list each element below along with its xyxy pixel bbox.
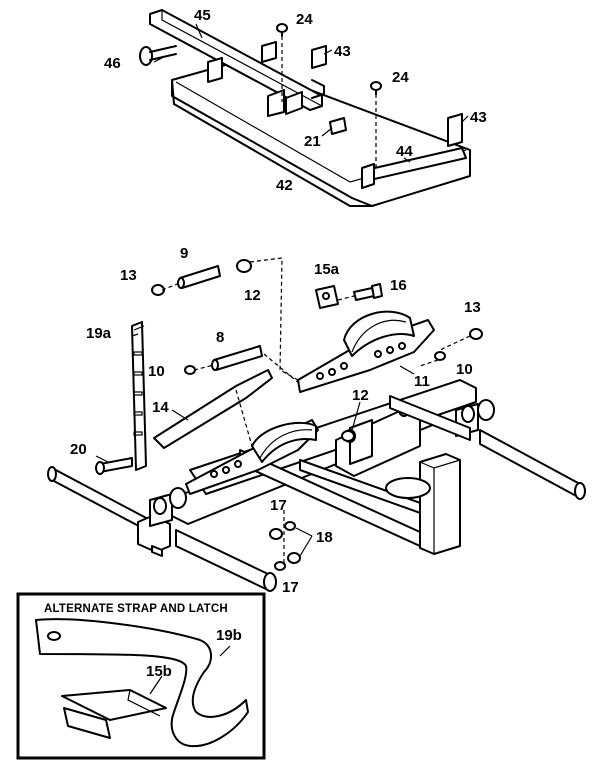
strap-19a <box>131 321 147 471</box>
seat-assembly <box>139 9 471 207</box>
label-15b: 15b <box>146 663 172 680</box>
label-12-top: 12 <box>244 287 261 304</box>
part-labels: 45 24 46 43 24 43 21 44 42 9 15a 13 12 1… <box>70 7 487 596</box>
footrest-assembly <box>95 257 483 571</box>
nut-12b <box>341 430 355 442</box>
label-10-left: 10 <box>148 363 165 380</box>
label-15a: 15a <box>314 261 340 278</box>
screw-24a <box>276 23 288 37</box>
label-45: 45 <box>194 7 211 24</box>
foot-plate-left <box>251 421 317 463</box>
strap-19b <box>35 618 249 748</box>
label-14: 14 <box>152 399 169 416</box>
upright-post <box>419 453 461 555</box>
label-11: 11 <box>414 373 430 390</box>
front-foot-tube <box>175 529 269 591</box>
axle-pin-9 <box>179 265 221 289</box>
nut-17a <box>284 521 296 531</box>
label-19b: 19b <box>216 627 242 644</box>
label-21: 21 <box>304 133 321 150</box>
seat-clip-43a <box>261 41 277 63</box>
label-12-mid: 12 <box>352 387 369 404</box>
label-42: 42 <box>276 177 293 194</box>
label-43-top: 43 <box>334 43 351 60</box>
label-13-right: 13 <box>464 299 481 316</box>
label-24-top: 24 <box>296 11 313 28</box>
seat-block-21 <box>329 117 347 135</box>
nut-10a <box>184 365 196 375</box>
label-9: 9 <box>180 245 188 262</box>
footrest-14 <box>153 369 273 449</box>
label-10-right: 10 <box>456 361 473 378</box>
alternate-strap-latch-inset: ALTERNATE STRAP AND LATCH 19b 15b <box>16 592 266 760</box>
seat-clip-43b <box>447 113 463 147</box>
nut-12a <box>236 259 252 273</box>
label-19a: 19a <box>86 325 112 342</box>
latch-15b <box>61 689 167 721</box>
label-17-top: 17 <box>270 497 287 514</box>
label-18: 18 <box>316 529 333 546</box>
bolt-46 <box>139 45 177 66</box>
rear-foot-tube <box>479 429 581 499</box>
washer-18b <box>287 552 301 564</box>
foot-plate-right <box>343 310 415 357</box>
pulley <box>385 477 431 499</box>
nut-17b <box>274 561 286 571</box>
leader-lines <box>95 23 469 557</box>
inset-title: ALTERNATE STRAP AND LATCH <box>44 603 228 615</box>
label-8: 8 <box>216 329 224 346</box>
label-44: 44 <box>396 143 413 160</box>
label-17-bottom: 17 <box>282 579 299 596</box>
label-24-mid: 24 <box>392 69 409 86</box>
label-43-right: 43 <box>470 109 487 126</box>
axle-pin-8 <box>213 345 263 371</box>
washer-18a <box>269 528 283 540</box>
frame-assembly <box>47 379 586 592</box>
nut-13a <box>151 284 165 296</box>
label-16: 16 <box>390 277 407 294</box>
screw-24b <box>370 81 382 95</box>
nut-10b <box>434 351 446 361</box>
label-46: 46 <box>104 55 121 72</box>
left-foot-tube <box>51 467 151 533</box>
label-13-left: 13 <box>120 267 137 284</box>
bolt-16 <box>353 287 375 301</box>
nut-13b <box>469 328 483 340</box>
label-20: 20 <box>70 441 87 458</box>
